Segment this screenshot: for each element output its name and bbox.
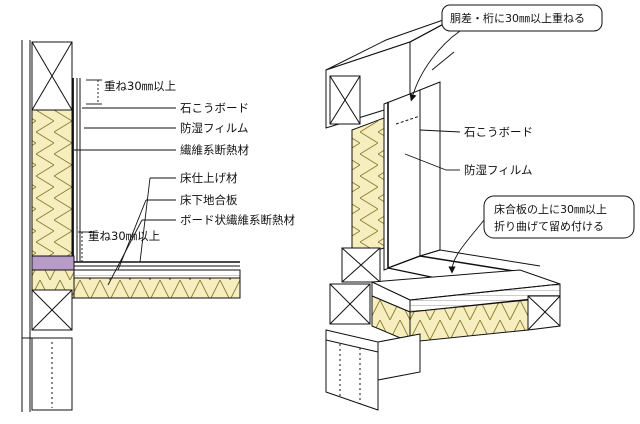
label-overlap-bottom: 重ね30㎜以上 — [88, 229, 160, 243]
callout-bottom-line1: 床合板の上に30㎜以上 — [494, 202, 607, 216]
left-leaders — [74, 79, 176, 286]
label-overlap-top: 重ね30㎜以上 — [104, 79, 176, 93]
right-leaders — [404, 30, 485, 274]
label-moisture-film-left: 防湿フィルム — [180, 121, 249, 135]
label-moisture-film-right: 防湿フィルム — [464, 163, 533, 177]
label-subfloor-panel: 床下地合板 — [180, 193, 238, 207]
right-section-drawing — [325, 11, 561, 411]
callout-top-text: 胴差・桁に30㎜以上重ねる — [450, 11, 585, 25]
label-board-insulation: ボード状繊維系断熱材 — [180, 213, 295, 227]
callout-bottom-line2: 折り曲げて留め付ける — [494, 219, 604, 233]
label-gypsum-board-left: 石こうボード — [180, 101, 249, 115]
callout-bottom-box — [483, 195, 635, 239]
callout-top-box — [441, 4, 603, 32]
label-gypsum-board-right: 石こうボード — [464, 125, 533, 139]
label-floor-finish: 床仕上げ材 — [180, 171, 238, 185]
right-callouts — [441, 4, 635, 239]
label-fiber-insulation: 繊維系断熱材 — [180, 143, 249, 157]
left-section-drawing — [21, 40, 241, 412]
